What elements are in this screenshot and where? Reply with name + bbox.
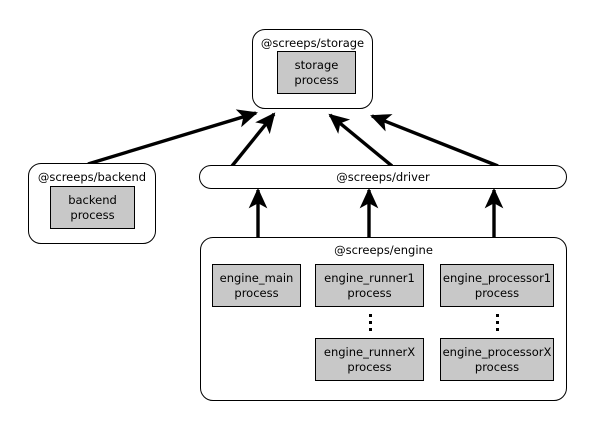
process-engine-runnerX-name: engine_runnerX [323,344,416,359]
edge-backend-to-storage [87,109,258,166]
process-engine-runnerX-kind: process [347,359,392,374]
vertical-ellipsis-icon-runner [363,314,377,331]
process-engine-processor1-name: engine_processor1 [442,270,552,285]
package-storage[interactable]: @screeps/storage storage process [252,29,373,109]
process-engine-processorX-kind: process [474,359,520,374]
process-engine-processor1-kind: process [474,285,520,300]
process-engine-main-kind: process [234,285,279,300]
edge-driver-mid-to-storage [328,113,394,168]
package-backend-label: @screeps/backend [37,170,147,184]
process-storage-name: storage [294,57,339,72]
process-engine-processorX-name: engine_processorX [442,344,552,359]
edge-driver-right-to-storage [370,114,499,168]
package-driver-label: @screeps/driver [336,170,430,184]
process-engine-runner1-name: engine_runner1 [324,270,415,285]
process-backend-name: backend [68,192,117,207]
process-engine-runner1[interactable]: engine_runner1 process [315,264,424,307]
process-storage-kind: process [294,72,339,87]
package-driver[interactable]: @screeps/driver [199,165,567,189]
process-engine-main-name: engine_main [219,270,294,285]
edge-driver-left-to-storage [230,112,276,168]
process-engine-main[interactable]: engine_main process [212,264,301,307]
process-engine-runner1-kind: process [347,285,392,300]
process-backend-kind: process [70,207,115,222]
process-storage[interactable]: storage process [277,51,356,94]
process-engine-processor1[interactable]: engine_processor1 process [440,264,554,307]
package-engine[interactable]: @screeps/engine engine_main process engi… [200,237,567,401]
process-engine-processorX[interactable]: engine_processorX process [440,338,554,381]
process-backend[interactable]: backend process [50,186,135,229]
package-backend[interactable]: @screeps/backend backend process [28,163,156,244]
package-engine-label: @screeps/engine [334,243,433,257]
package-storage-label: @screeps/storage [260,36,365,50]
process-engine-runnerX[interactable]: engine_runnerX process [315,338,424,381]
vertical-ellipsis-icon-processor [490,314,504,331]
